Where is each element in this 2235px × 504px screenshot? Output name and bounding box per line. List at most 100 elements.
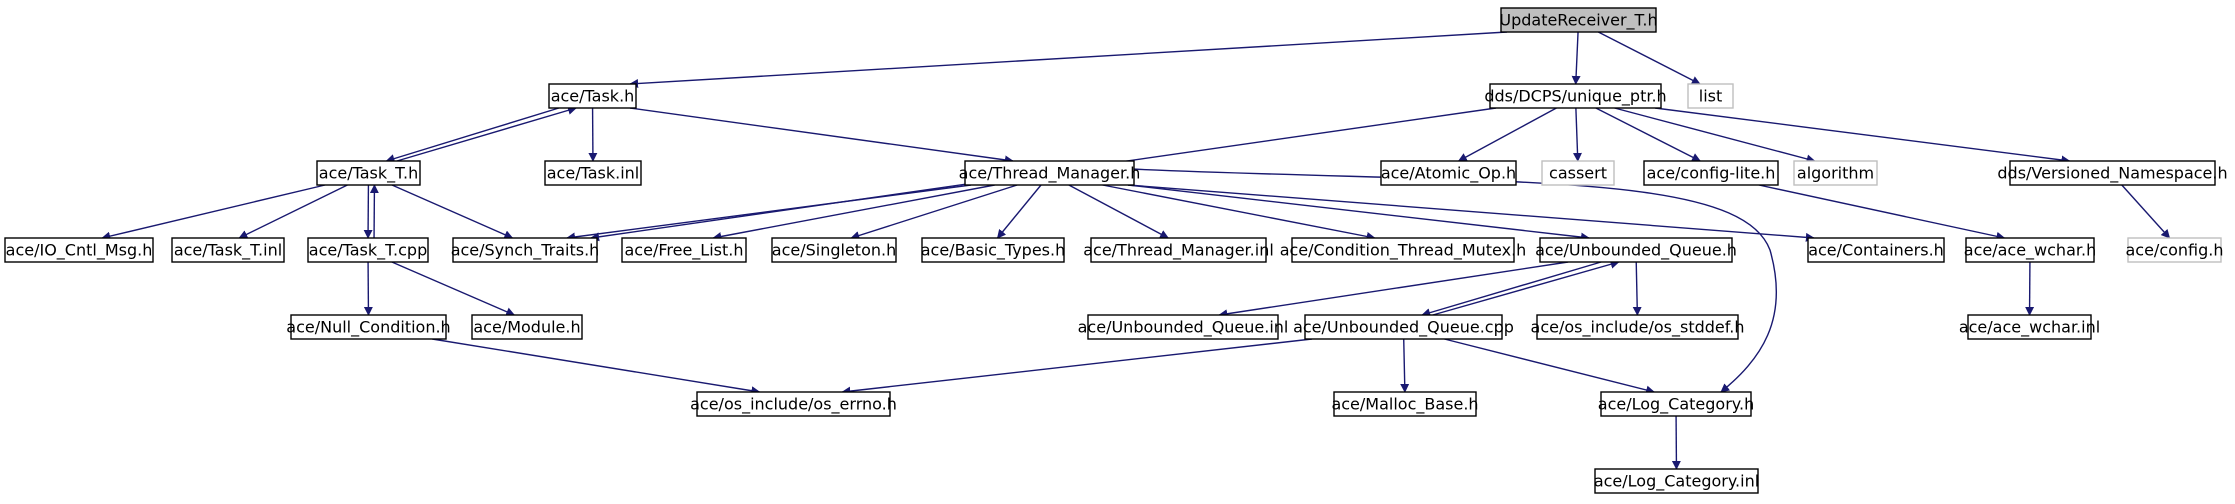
edge-line: [1597, 31, 1701, 85]
node-ace-containers-h[interactable]: ace/Containers.h: [1807, 237, 1945, 263]
node-box: [1536, 314, 1739, 340]
node-box: [1087, 314, 1279, 340]
edge-versioned_ns-to-config_h: [2121, 184, 2171, 239]
edge-task_h-to-thread_mgr: [629, 107, 1014, 165]
node-label: ace/Task_T.h: [319, 164, 418, 184]
node-ace-module-h[interactable]: ace/Module.h: [471, 314, 583, 340]
node-box: [548, 83, 637, 109]
node-box: [771, 237, 897, 263]
node-box: [1304, 314, 1503, 340]
node-ace-thread-manager-h[interactable]: ace/Thread_Manager.h: [959, 160, 1141, 186]
node-ace-task-inl[interactable]: ace/Task.inl: [544, 160, 642, 186]
node-ace-task-t-cpp[interactable]: ace/Task_T.cpp: [307, 237, 429, 263]
node-ace-free-list-h[interactable]: ace/Free_List.h: [621, 237, 747, 263]
node-ace-config-lite-h[interactable]: ace/config-lite.h: [1643, 160, 1779, 186]
node-label: ace/Singleton.h: [772, 241, 896, 260]
node-dds-versioned-namespace-h[interactable]: dds/Versioned_Namespace.h: [1997, 160, 2228, 186]
node-ace-unbounded-queue-inl[interactable]: ace/Unbounded_Queue.inl: [1078, 314, 1289, 340]
node-ace-condition-thread-mutex-h[interactable]: ace/Condition_Thread_Mutex.h: [1280, 237, 1527, 263]
node-ace-basic-types-h[interactable]: ace/Basic_Types.h: [921, 237, 1066, 263]
edge-line: [629, 107, 1014, 165]
node-label: ace/Atomic_Op.h: [1381, 164, 1516, 184]
node-ace-os-include-os-errno-h[interactable]: ace/os_include/os_errno.h: [690, 391, 897, 417]
node-label: ace/Malloc_Base.h: [1331, 395, 1478, 415]
node-ace-log-category-h[interactable]: ace/Log_Category.h: [1598, 391, 1754, 417]
node-label: ace/Unbounded_Queue.cpp: [1293, 318, 1514, 338]
edge-line: [1218, 261, 1569, 319]
edge-line: [1571, 31, 1581, 85]
edge-line: [238, 184, 348, 239]
node-box: [1090, 237, 1267, 263]
node-list[interactable]: list: [1687, 83, 1734, 109]
node-box: [2009, 160, 2216, 186]
node-ace-task-t-inl[interactable]: ace/Task_T.inl: [171, 237, 285, 263]
node-box: [1965, 237, 2095, 263]
node-ace-null-condition-h[interactable]: ace/Null_Condition.h: [286, 314, 451, 340]
node-label: ace/Task_T.inl: [174, 241, 282, 261]
node-box: [2127, 237, 2222, 263]
node-label: ace/Containers.h: [1808, 241, 1944, 260]
node-ace-ace-wchar-h[interactable]: ace/ace_wchar.h: [1964, 237, 2096, 263]
edge-uptr-to-config_lite: [1595, 107, 1701, 162]
node-label: ace/Log_Category.h: [1598, 395, 1754, 415]
node-label: ace/config.h: [2125, 241, 2223, 260]
node-box: [1594, 468, 1759, 494]
node-ace-config-h[interactable]: ace/config.h: [2125, 237, 2224, 263]
edge-line: [1457, 107, 1557, 162]
edge-line: [1432, 259, 1620, 316]
node-ace-singleton-h[interactable]: ace/Singleton.h: [771, 237, 897, 263]
edge-root-to-uptr: [1571, 31, 1581, 85]
edge-unb_queue_cpp-to-os_errno: [841, 338, 1313, 396]
node-box: [696, 391, 891, 417]
node-box: [1643, 160, 1779, 186]
node-algorithm[interactable]: algorithm: [1793, 160, 1878, 186]
node-ace-atomic-op-h[interactable]: ace/Atomic_Op.h: [1380, 160, 1517, 186]
edge-line: [1127, 184, 1590, 242]
node-label: ace/config-lite.h: [1647, 164, 1776, 183]
edge-line: [1595, 107, 1701, 162]
edge-thread_mgr-to-singleton: [850, 184, 1018, 240]
node-updatereceiver-t-h[interactable]: UpdateReceiver_T.h: [1499, 7, 1658, 33]
edge-task_t_h-to-task_t_inl: [238, 184, 348, 239]
node-ace-ace-wchar-inl[interactable]: ace/ace_wchar.inl: [1959, 314, 2100, 340]
node-ace-unbounded-queue-h[interactable]: ace/Unbounded_Queue.h: [1535, 237, 1737, 263]
node-label: ace/Null_Condition.h: [286, 318, 450, 338]
edge-task_t_h-to-io_cntl: [101, 184, 326, 241]
edge-line: [1129, 168, 1778, 393]
node-cassert[interactable]: cassert: [1541, 160, 1615, 186]
node-box: [921, 237, 1065, 263]
edge-unb_queue_h-to-unb_queue_cpp: [1421, 261, 1602, 318]
edge-null_cond-to-os_errno: [432, 338, 761, 396]
node-label: ace/Condition_Thread_Mutex.h: [1280, 241, 1527, 261]
edge-line: [629, 31, 1508, 89]
node-label: dds/DCPS/unique_ptr.h: [1484, 87, 1666, 107]
edge-line: [566, 184, 972, 242]
node-ace-malloc-base-h[interactable]: ace/Malloc_Base.h: [1331, 391, 1479, 417]
node-box: [471, 314, 583, 340]
edge-line: [1444, 338, 1656, 395]
node-label: algorithm: [1797, 164, 1874, 183]
node-ace-io-cntl-msg-h[interactable]: ace/IO_Cntl_Msg.h: [4, 237, 154, 263]
node-dds-dcps-unique-ptr-h[interactable]: dds/DCPS/unique_ptr.h: [1484, 83, 1667, 109]
edge-line: [1654, 107, 2071, 165]
node-box: [1807, 237, 1945, 263]
edge-task_h-to-task_t_h: [385, 107, 560, 163]
node-label: ace/Unbounded_Queue.inl: [1078, 318, 1289, 338]
edge-root-to-task_h: [629, 31, 1508, 89]
node-ace-unbounded-queue-cpp[interactable]: ace/Unbounded_Queue.cpp: [1293, 314, 1514, 340]
node-box: [1291, 237, 1515, 263]
node-ace-thread-manager-inl[interactable]: ace/Thread_Manager.inl: [1083, 237, 1274, 263]
node-box: [1687, 83, 1734, 109]
edge-thread_mgr-to-cond_mutex: [1102, 184, 1376, 241]
node-ace-log-category-inl[interactable]: ace/Log_Category.inl: [1594, 468, 1759, 494]
node-label: ace/Unbounded_Queue.h: [1535, 241, 1737, 261]
node-label: ace/Thread_Manager.h: [959, 164, 1141, 184]
node-ace-task-h[interactable]: ace/Task.h: [548, 83, 637, 109]
node-ace-synch-traits-h[interactable]: ace/Synch_Traits.h: [451, 237, 600, 263]
edge-unb_queue_cpp-to-log_cat: [1444, 338, 1656, 395]
node-ace-os-include-os-stddef-h[interactable]: ace/os_include/os_stddef.h: [1531, 314, 1745, 340]
edge-thread_mgr-to-free_list: [712, 184, 995, 241]
node-ace-task-t-h[interactable]: ace/Task_T.h: [316, 160, 421, 186]
edge-task_t_cpp-to-module_h: [391, 261, 516, 316]
